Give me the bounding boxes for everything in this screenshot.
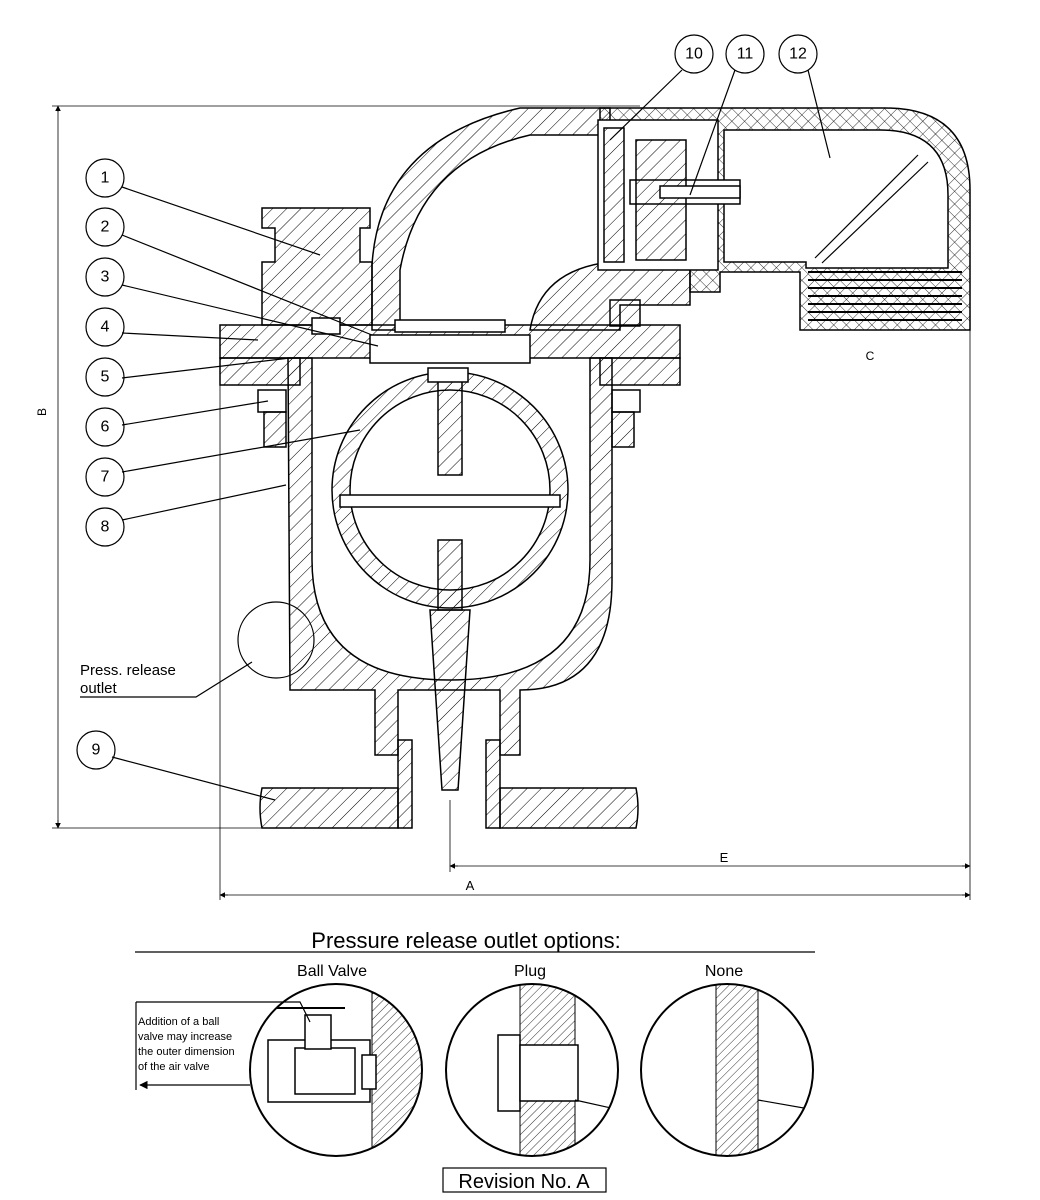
svg-text:9: 9: [92, 742, 101, 759]
svg-text:7: 7: [101, 469, 110, 486]
release-pin: [659, 185, 741, 199]
options-title: Pressure release outlet options:: [311, 928, 620, 953]
small-bolt-right: [609, 299, 641, 327]
leader-lines: [80, 69, 831, 801]
balloon-5: 5: [85, 357, 125, 397]
top-elbow-left: [371, 107, 611, 331]
valve-body: [287, 357, 613, 756]
ball-valve-note-4: of the air valve: [138, 1061, 210, 1073]
option-label-plug: Plug: [514, 963, 546, 980]
seat-groove: [394, 319, 506, 333]
svg-text:1: 1: [101, 170, 110, 187]
elbow-outlet-bore: [723, 129, 949, 269]
dim-label-a: A: [466, 878, 475, 893]
bottom-flange-right: [499, 787, 639, 829]
revision-box: [442, 1167, 607, 1193]
option-label-ball-valve: Ball Valve: [297, 963, 367, 980]
ball-valve-detail: [249, 983, 423, 1157]
bottom-neck-left: [397, 739, 413, 829]
balloon-1: 1: [85, 158, 125, 198]
ball-valve-leader: [136, 1001, 311, 1023]
option-label-none: None: [705, 963, 743, 980]
plug-detail: [445, 983, 619, 1157]
svg-text:12: 12: [789, 46, 807, 63]
balloon-9: 9: [76, 730, 116, 770]
balloon-7: 7: [85, 457, 125, 497]
outlet-threads: [808, 271, 962, 321]
dim-label-e: E: [720, 850, 729, 865]
svg-text:6: 6: [101, 419, 110, 436]
svg-text:10: 10: [685, 46, 703, 63]
balloon-3: 3: [85, 257, 125, 297]
valve-cross-section: [219, 107, 971, 829]
float-stem-bottom: [437, 539, 463, 611]
svg-text:2: 2: [101, 219, 110, 236]
top-plug: [261, 207, 373, 326]
balloon-11: 11: [725, 34, 765, 74]
revision-label: Revision No. A: [458, 1171, 590, 1193]
float-cap: [427, 367, 469, 383]
balloon-8: 8: [85, 507, 125, 547]
balloon-10: 10: [674, 34, 714, 74]
bolt-left-thread: [263, 411, 287, 448]
flange-seat: [369, 334, 531, 364]
bolt-left-head: [257, 389, 287, 413]
press-release-label-line2: outlet: [80, 680, 118, 697]
svg-text:3: 3: [101, 269, 110, 286]
top-elbow-right: [529, 261, 691, 331]
float-tail: [429, 609, 471, 791]
ball-valve-note-1: Addition of a ball: [138, 1016, 219, 1028]
svg-text:5: 5: [101, 369, 110, 386]
bottom-neck-right: [485, 739, 501, 829]
dimension-lines: [52, 105, 971, 900]
svg-text:4: 4: [101, 319, 110, 336]
bolt-right-thread: [611, 411, 635, 448]
svg-text:8: 8: [101, 519, 110, 536]
none-detail: [640, 983, 814, 1157]
balloon-2: 2: [85, 207, 125, 247]
release-seal: [603, 127, 625, 263]
float-stem-top: [437, 379, 463, 476]
dim-label-c: C: [866, 349, 875, 363]
balloon-4: 4: [85, 307, 125, 347]
ball-valve-note-3: the outer dimension: [138, 1046, 235, 1058]
dim-label-b: B: [35, 408, 49, 416]
press-release-circle: [237, 601, 315, 679]
bottom-flange-left: [259, 787, 399, 829]
bolt-right-head: [611, 389, 641, 413]
svg-text:11: 11: [737, 46, 754, 63]
press-release-label-line1: Press. release: [80, 662, 176, 679]
balloon-6: 6: [85, 407, 125, 447]
release-disc: [635, 139, 687, 261]
balloon-12: 12: [778, 34, 818, 74]
float-seam: [339, 494, 561, 508]
ball-valve-note-2: valve may increase: [138, 1031, 232, 1043]
